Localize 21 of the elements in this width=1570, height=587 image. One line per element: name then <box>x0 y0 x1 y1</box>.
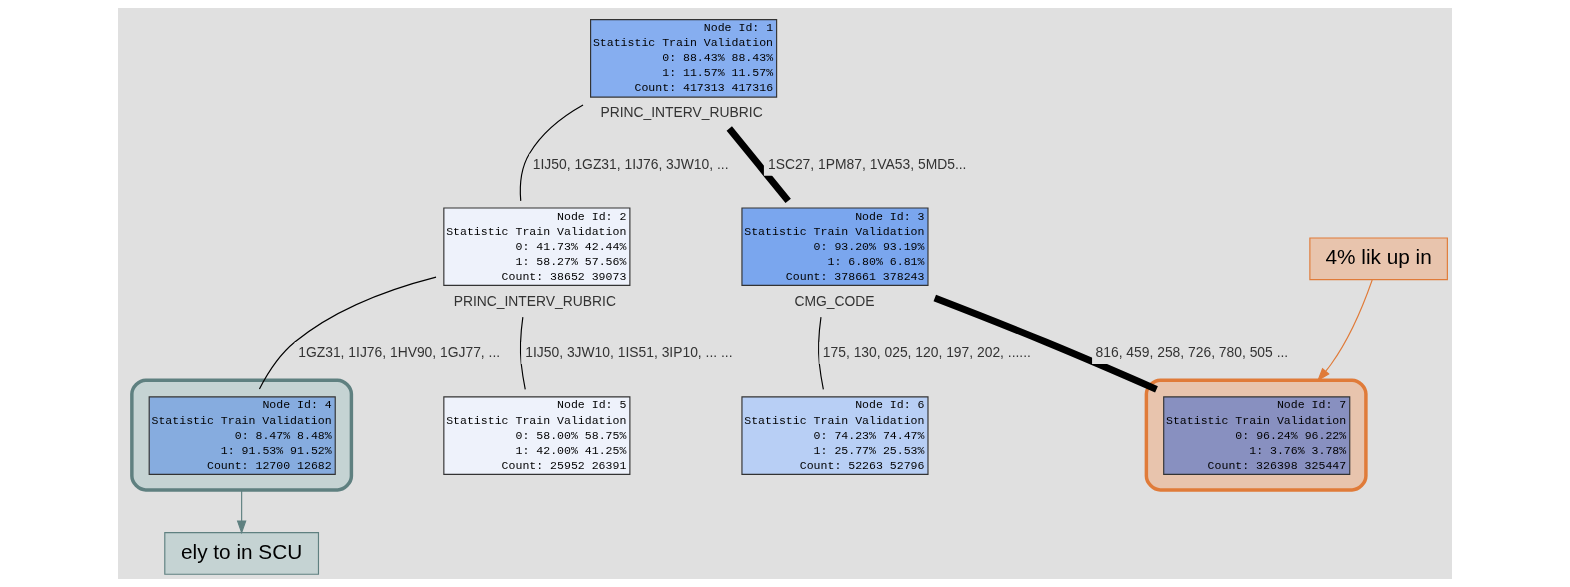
cluster <box>130 378 354 492</box>
edge-label: 1IJ50, 1GZ31, 1IJ76, 3JW10, ... <box>532 155 729 172</box>
edge-label: 1IJ50, 3JW10, 1IS51, 3IP10, ... ... <box>525 344 733 361</box>
connector <box>519 316 526 390</box>
node-box: ely to in SCU <box>164 532 320 575</box>
node-label: CMG_CODE <box>794 292 875 309</box>
edge-label: 816, 459, 258, 726, 780, 505 ... <box>1095 344 1289 361</box>
node-box: 4% lik up in <box>1309 237 1448 281</box>
connector <box>933 294 1158 393</box>
edge-label: 1GZ31, 1IJ76, 1HV90, 1GJ77, ... <box>298 344 501 361</box>
connector <box>258 276 437 390</box>
edge-label: 1SC27, 1PM87, 1VA53, 5MD5... <box>767 155 967 172</box>
connector <box>818 316 824 390</box>
node-label: PRINC_INTERV_RUBRIC <box>600 104 763 121</box>
edge-label: 175, 130, 025, 120, 197, 202, ...... <box>822 344 1031 361</box>
connector <box>726 126 791 204</box>
cluster <box>1144 378 1368 492</box>
connector <box>519 104 584 202</box>
node-label: PRINC_INTERV_RUBRIC <box>453 292 616 309</box>
arrow <box>236 489 247 535</box>
arrow <box>1316 279 1373 382</box>
